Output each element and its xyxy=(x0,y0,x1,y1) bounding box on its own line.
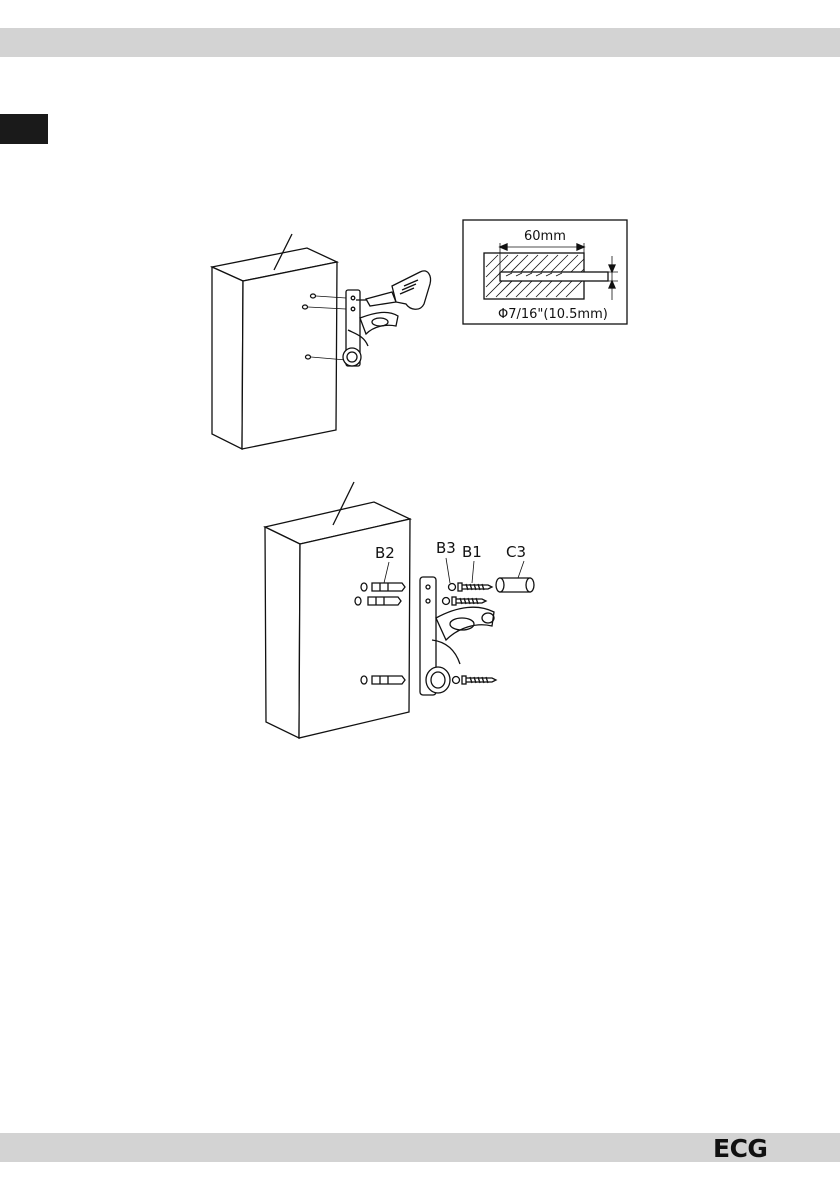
brand-logo: ECG xyxy=(713,1133,767,1162)
part-label-b3: B3 xyxy=(436,539,456,557)
depth-label: 60mm xyxy=(524,229,566,244)
mounting-figure xyxy=(265,482,534,738)
part-label-b1: B1 xyxy=(462,543,482,561)
drilling-figure xyxy=(212,234,431,449)
part-label-c3: C3 xyxy=(506,543,526,561)
drill-diameter-label: Φ7/16"(10.5mm) xyxy=(498,307,608,322)
part-label-b2: B2 xyxy=(375,544,395,562)
